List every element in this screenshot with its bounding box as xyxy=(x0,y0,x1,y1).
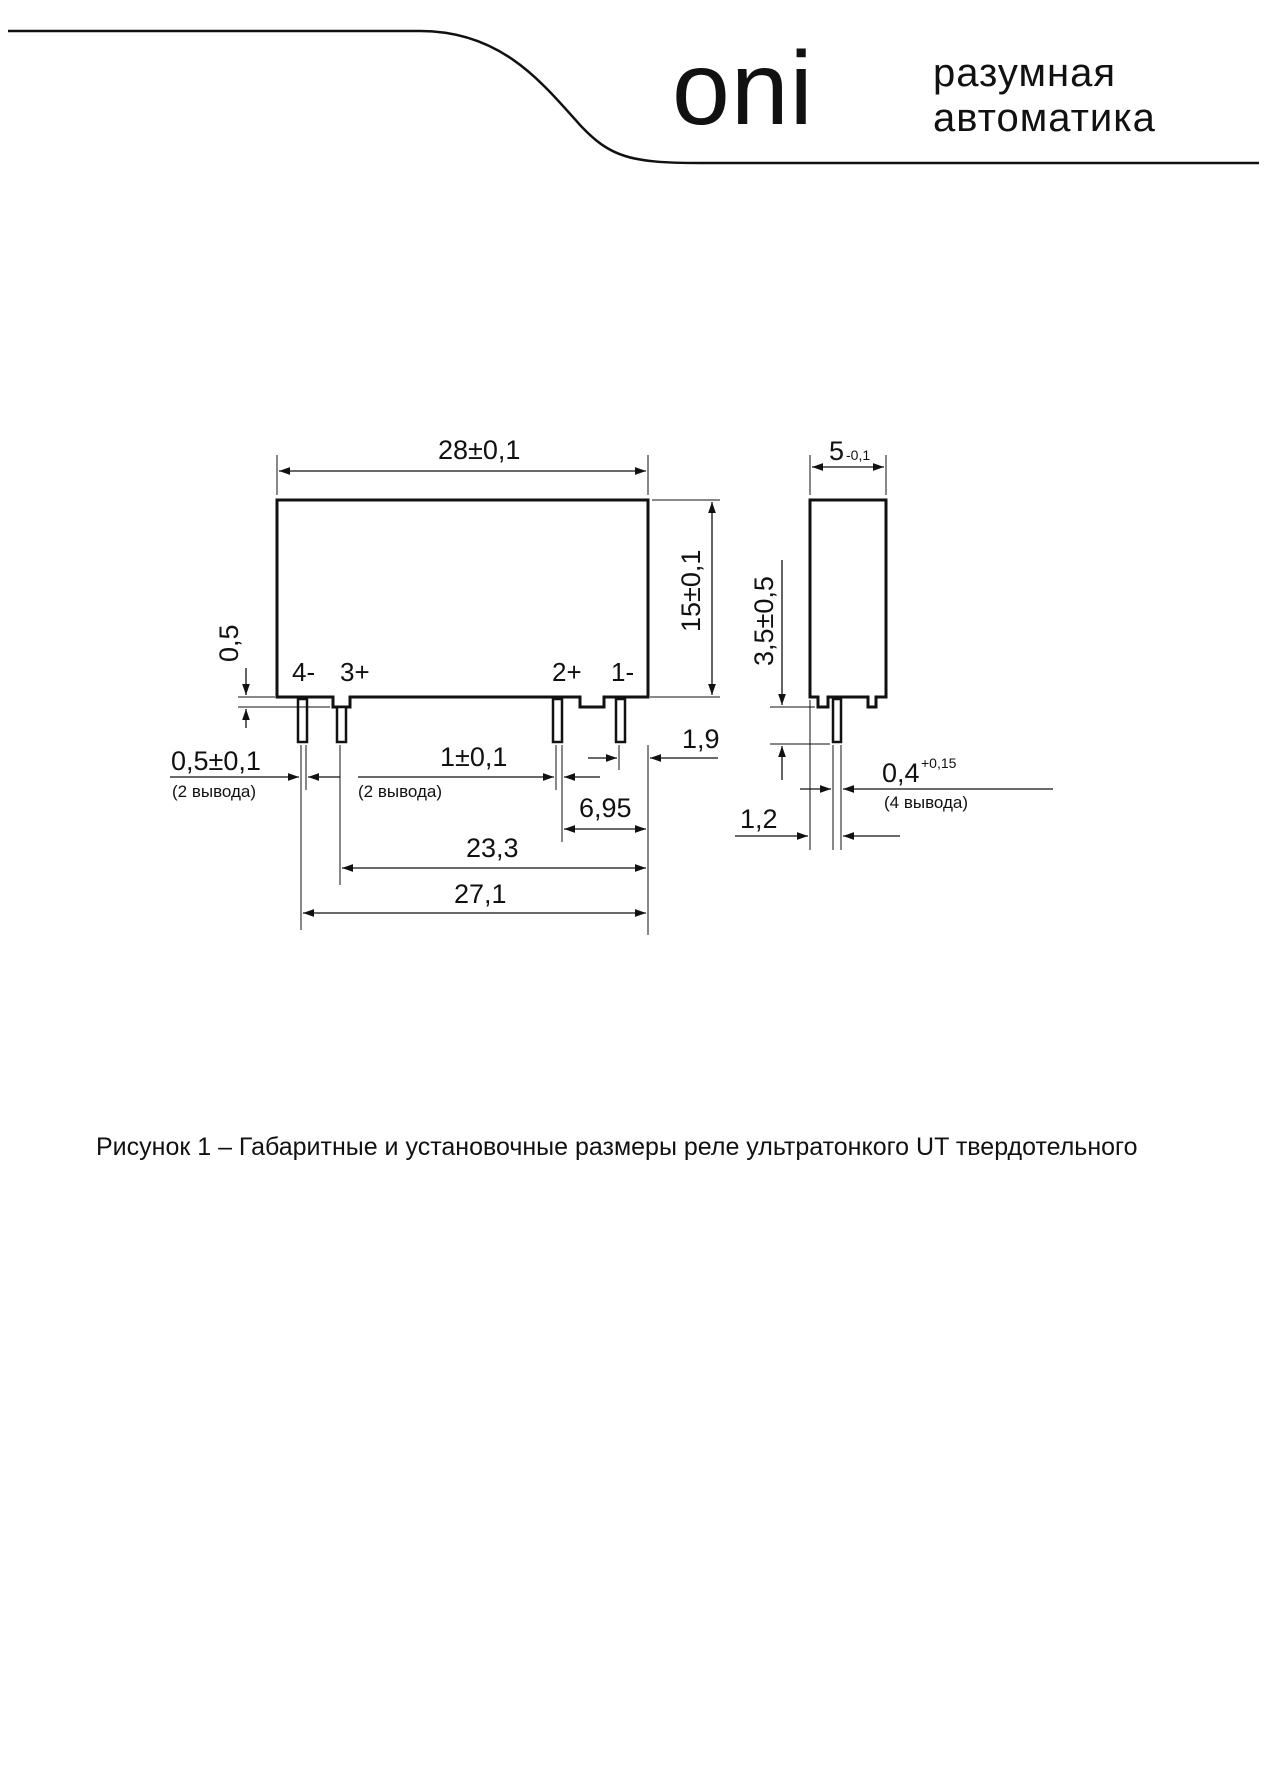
note-pin-width-b: (2 вывода) xyxy=(358,782,442,801)
pin-4 xyxy=(296,697,309,744)
side-dimension-lines xyxy=(735,463,1053,840)
dim-side-pin-width: 0,4 xyxy=(882,758,920,788)
pin-label-2: 2+ xyxy=(552,657,582,687)
side-pin xyxy=(831,697,843,744)
front-view-drawing xyxy=(170,455,720,935)
dim-pin-width-a: 0,5±0,1 xyxy=(171,746,261,776)
front-dimension-lines xyxy=(170,467,718,917)
dim-pin4-to-edge: 27,1 xyxy=(454,879,507,909)
side-view-labels: 5 -0,1 3,5±0,5 0,4 +0,15 (4 вывода) 1,2 xyxy=(740,436,968,834)
dim-pin3-to-edge: 23,3 xyxy=(466,833,519,863)
pin-3 xyxy=(335,705,348,744)
dim-height: 15±0,1 xyxy=(676,550,706,632)
dim-width-overall: 28±0,1 xyxy=(438,435,520,465)
dim-side-pin-width-tol: +0,15 xyxy=(921,755,957,771)
note-pin-width-a: (2 вывода) xyxy=(172,782,256,801)
dim-thickness: 5 xyxy=(829,436,844,466)
pin-label-1: 1- xyxy=(611,657,634,687)
figure-caption: Рисунок 1 – Габаритные и установочные ра… xyxy=(96,1133,1138,1161)
relay-body-outline xyxy=(275,498,650,709)
note-side-pin-width: (4 вывода) xyxy=(884,793,968,812)
pin-2 xyxy=(551,697,564,744)
pin-1 xyxy=(614,697,627,744)
relay-side-outline xyxy=(808,498,888,709)
dim-edge-to-pin1: 1,9 xyxy=(682,724,720,754)
dim-gap: 0,5 xyxy=(214,624,244,662)
pin-label-3: 3+ xyxy=(340,657,370,687)
front-extension-lines xyxy=(238,455,720,935)
side-extension-lines xyxy=(770,455,887,850)
page-header: oni разумная автоматика xyxy=(8,29,1259,165)
dim-thickness-tol: -0,1 xyxy=(846,447,870,463)
pin-label-4: 4- xyxy=(292,657,315,687)
dim-pin2-to-edge: 6,95 xyxy=(579,793,632,823)
front-view-labels: 28±0,1 15±0,1 0,5 4- 3+ 2+ 1- 0,5±0,1 (2… xyxy=(171,435,720,909)
dim-pin-offset: 1,2 xyxy=(740,804,778,834)
brand-tagline-line1: разумная xyxy=(933,51,1116,95)
dim-pin-length: 3,5±0,5 xyxy=(749,576,779,666)
brand-tagline-line2: автоматика xyxy=(933,96,1156,140)
brand-logo: oni xyxy=(672,31,814,147)
dim-pin-width-b: 1±0,1 xyxy=(440,742,507,772)
header-swoosh-line xyxy=(8,29,1259,165)
side-view-drawing xyxy=(735,455,1053,850)
